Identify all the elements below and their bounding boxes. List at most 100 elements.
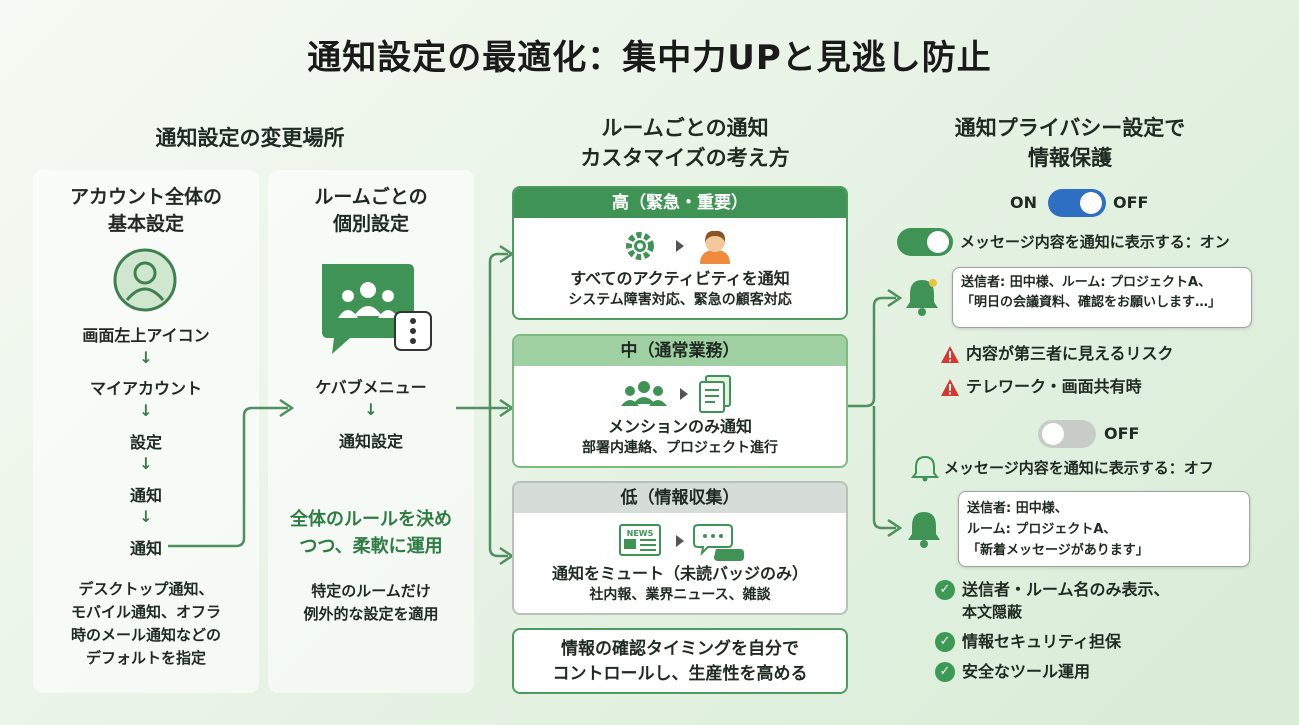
toggle-on-label: ON <box>1010 193 1037 212</box>
account-title-2: 基本設定 <box>107 213 184 235</box>
connector-cards-off <box>872 406 896 530</box>
off-setting-label: メッセージ内容を通知に表示する：オフ <box>944 459 1214 477</box>
connector-branch-low <box>488 408 508 558</box>
card-high-sub: システム障害対応、緊急の顧客対応 <box>568 292 792 308</box>
off-toggle-label: OFF <box>1104 424 1140 443</box>
notification-preview-on: 送信者: 田中様、ルーム: プロジェクトA、 「明日の会議資料、確認をお願いしま… <box>952 267 1252 328</box>
document-icon <box>699 375 731 413</box>
show-content-toggle-on[interactable] <box>897 228 953 256</box>
person-icon <box>700 230 730 264</box>
account-step-1: 画面左上アイコン <box>82 326 210 345</box>
benefit-item-3: ✓ 安全なツール運用 <box>935 661 1170 683</box>
news-label: NEWS <box>627 529 654 538</box>
arrow-right-icon <box>676 240 684 252</box>
group-to-document-icon <box>621 375 731 413</box>
legend-toggle[interactable] <box>1048 189 1106 217</box>
check-icon: ✓ <box>935 580 955 600</box>
page-title: 通知設定の最適化：集中力UPと見逃し防止 <box>307 38 992 78</box>
show-content-toggle-off[interactable] <box>1038 420 1096 448</box>
notification-preview-off: 送信者: 田中様、 ルーム: プロジェクトA、 「新着メッセージがあります」 <box>958 491 1250 567</box>
arrow-right-icon <box>676 535 684 547</box>
card-low-main: 通知をミュート（未読バッジのみ） <box>551 564 808 583</box>
arrow-right-icon <box>680 388 688 400</box>
priority-card-high: 高（緊急・重要） すべてのアクティビティを通知 システム障害対応、緊急の顧客対応 <box>512 186 848 320</box>
card-high-main: すべてのアクティビティを通知 <box>570 269 790 288</box>
arrow-down-icon: ↓ <box>364 400 378 419</box>
room-highlight-2: つつ、柔軟に運用 <box>299 536 443 557</box>
middle-heading-1: ルームごとの通知 <box>601 116 769 140</box>
benefit-item-2: ✓ 情報セキュリティ担保 <box>935 631 1170 653</box>
arrow-down-icon: ↓ <box>139 454 153 473</box>
room-title-1: ルームごとの <box>314 186 428 208</box>
newspaper-icon <box>619 524 661 556</box>
room-step-2: 通知設定 <box>338 432 403 451</box>
connector-cards-on <box>848 296 896 408</box>
account-title-1: アカウント全体の <box>69 186 222 208</box>
arrowhead <box>279 398 295 418</box>
middle-heading-2: カスタマイズの考え方 <box>580 146 790 170</box>
room-note-1: 特定のルームだけ <box>311 582 431 600</box>
risk-item-2: テレワーク・画面共有時 <box>940 376 1142 398</box>
benefit-item-1: ✓ 送信者・ルーム名のみ表示、 <box>935 579 1170 601</box>
card-medium-main: メンションのみ通知 <box>607 417 752 436</box>
group-chat-icon <box>322 264 414 354</box>
account-step-3: 設定 <box>129 433 162 452</box>
account-panel: アカウント全体の 基本設定 画面左上アイコン ↓ マイアカウント ↓ 設定 ↓ … <box>33 170 259 693</box>
toggle-knob <box>1042 423 1064 445</box>
card-low-header: 低（情報収集） <box>514 483 846 513</box>
right-heading-2: 情報保護 <box>1028 146 1112 170</box>
check-icon: ✓ <box>935 662 955 682</box>
account-note-2: モバイル通知、オフラ <box>70 603 221 621</box>
account-note-3: 時のメール通知などの <box>70 626 221 644</box>
benefit-text-1b: 本文隠蔽 <box>962 603 1023 621</box>
connector-account-room <box>168 406 288 548</box>
on-setting-label: メッセージ内容を通知に表示する：オン <box>960 233 1230 251</box>
benefit-list: ✓ 送信者・ルーム名のみ表示、 本文隠蔽 ✓ 情報セキュリティ担保 ✓ 安全なツ… <box>935 579 1170 683</box>
user-avatar-icon <box>113 248 177 312</box>
account-step-4: 通知 <box>129 486 162 505</box>
bell-outline-icon <box>911 455 939 482</box>
summary-line-1: 情報の確認タイミングを自分で <box>561 639 799 659</box>
arrow-down-icon: ↓ <box>139 348 153 367</box>
on-msg-line-2: 「明日の会議資料、確認をお願いします…」 <box>961 295 1222 310</box>
off-msg-line-2: ルーム: プロジェクトA、 <box>967 522 1117 537</box>
warning-icon <box>941 345 959 363</box>
kebab-menu-icon <box>394 311 432 351</box>
account-step-5: 通知 <box>129 539 162 558</box>
check-icon: ✓ <box>935 632 955 652</box>
account-note-4: デフォルトを指定 <box>85 649 206 667</box>
priority-card-low: 低（情報収集） NEWS 通知をミュート（未読バッジのみ） 社内報、業界ニュース… <box>512 481 848 615</box>
card-medium-sub: 部署内連絡、プロジェクト進行 <box>582 440 778 456</box>
off-msg-line-3: 「新着メッセージがあります」 <box>967 543 1149 558</box>
bell-ring-icon <box>906 279 938 316</box>
bell-icon <box>908 512 940 548</box>
priority-card-medium: 中（通常業務） メンションのみ通知 部署内連絡、プロジェクト進行 <box>512 334 848 468</box>
gear-to-person-icon <box>626 230 730 264</box>
warning-icon <box>941 378 959 396</box>
risk-item-1: 内容が第三者に見えるリスク <box>940 343 1174 365</box>
card-high-header: 高（緊急・重要） <box>514 188 846 218</box>
connector-branch-high <box>488 252 508 408</box>
toggle-off-label: OFF <box>1113 193 1149 212</box>
account-note-1: デスクトップ通知、 <box>78 580 214 598</box>
benefit-text-3: 安全なツール運用 <box>962 662 1091 681</box>
card-low-sub: 社内報、業界ニュース、雑談 <box>589 587 771 603</box>
on-msg-line-1: 送信者: 田中様、ルーム: プロジェクトA、 <box>961 275 1212 290</box>
right-heading-1: 通知プライバシー設定で <box>954 116 1186 140</box>
risk-text-2: テレワーク・画面共有時 <box>966 377 1142 396</box>
summary-box: 情報の確認タイミングを自分で コントロールし、生産性を高める <box>512 628 848 694</box>
toggle-knob <box>1080 192 1102 214</box>
benefit-text-1: 送信者・ルーム名のみ表示、 <box>962 580 1170 599</box>
room-highlight-1: 全体のルールを決め <box>290 509 452 530</box>
arrow-down-icon: ↓ <box>139 507 153 526</box>
card-medium-header: 中（通常業務） <box>514 336 846 366</box>
room-step-1: ケバブメニュー <box>315 378 427 397</box>
summary-line-2: コントロールし、生産性を高める <box>552 664 808 684</box>
account-step-2: マイアカウント <box>89 379 202 398</box>
room-panel: ルームごとの 個別設定 ケバブメニュー ↓ 通知設定 全体のルールを決め つつ、… <box>268 170 474 693</box>
left-heading: 通知設定の変更場所 <box>155 126 345 150</box>
arrowhead <box>887 518 903 538</box>
room-note-2: 例外的な設定を適用 <box>303 605 439 623</box>
room-title-2: 個別設定 <box>332 213 409 235</box>
